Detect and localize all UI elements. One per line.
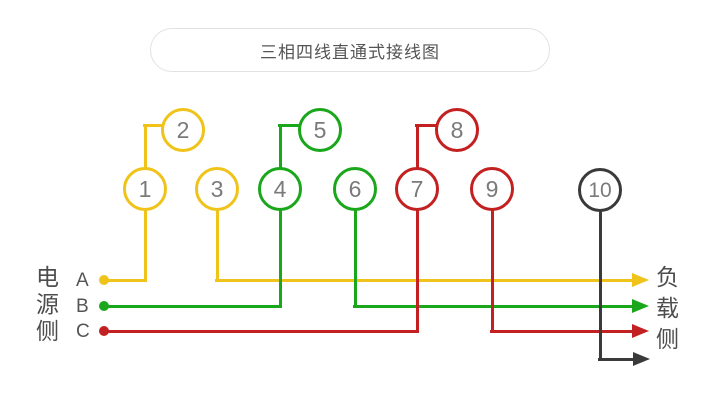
terminal-9-number: 9 xyxy=(485,175,499,202)
wire-b-link-4-5-vertical xyxy=(278,124,282,168)
terminal-3: 3 xyxy=(195,167,239,211)
phase-a-label: A xyxy=(76,270,89,291)
diagram-title-pill: 三相四线直通式接线图 xyxy=(150,28,550,72)
terminal-7: 7 xyxy=(395,167,439,211)
terminal-1-number: 1 xyxy=(138,175,152,202)
terminal-10-number: 10 xyxy=(588,178,612,202)
wire-c-load-horizontal xyxy=(490,330,633,333)
wire-b-load-vertical-terminal6 xyxy=(353,210,357,308)
phase-b-label: B xyxy=(76,296,89,317)
wire-b-source-dot xyxy=(99,301,109,311)
wire-c-source-dot xyxy=(99,326,109,336)
wire-c-source-horizontal xyxy=(104,330,419,333)
wire-b-source-vertical-terminal4 xyxy=(278,210,282,308)
diagram-title: 三相四线直通式接线图 xyxy=(260,42,440,62)
terminal-6: 6 xyxy=(333,167,377,211)
wire-a-link-1-2-vertical xyxy=(143,124,147,168)
source-side-label-char-2: 源 xyxy=(36,291,59,317)
wire-c-load-vertical-terminal9 xyxy=(490,210,494,333)
terminal-4-number: 4 xyxy=(273,175,287,202)
terminal-5: 5 xyxy=(298,108,342,152)
terminal-2: 2 xyxy=(161,108,205,152)
wire-a-load-vertical-terminal3 xyxy=(215,210,219,282)
terminal-3-number: 3 xyxy=(210,175,224,202)
wire-a-load-horizontal xyxy=(215,279,633,282)
wire-c-arrowhead-icon xyxy=(632,324,649,338)
terminal-9: 9 xyxy=(470,167,514,211)
source-side-label-char-1: 电 xyxy=(36,264,59,290)
load-side-label-char-2: 载 xyxy=(656,295,679,321)
terminal-5-number: 5 xyxy=(313,116,327,143)
terminal-2-number: 2 xyxy=(176,116,190,143)
phase-c-label: C xyxy=(76,321,90,342)
terminal-7-number: 7 xyxy=(410,175,424,202)
wire-b-link-4-5-horizontal xyxy=(278,124,299,127)
wire-n-horizontal xyxy=(598,358,634,361)
terminal-8: 8 xyxy=(435,108,479,152)
wire-a-link-1-2-horizontal xyxy=(143,124,163,127)
terminal-6-number: 6 xyxy=(348,175,362,202)
wire-n-vertical-terminal10 xyxy=(598,211,602,361)
wire-a-source-dot xyxy=(99,275,109,285)
wire-a-source-horizontal xyxy=(104,279,147,282)
terminal-4: 4 xyxy=(258,167,302,211)
wire-c-link-7-8-vertical xyxy=(415,124,419,168)
source-side-label-char-3: 侧 xyxy=(36,318,59,344)
terminal-8-number: 8 xyxy=(450,116,464,143)
load-side-label-char-1: 负 xyxy=(656,264,679,290)
wire-c-link-7-8-horizontal xyxy=(415,124,436,127)
terminal-1: 1 xyxy=(123,167,167,211)
wire-b-arrowhead-icon xyxy=(632,299,649,313)
terminal-10: 10 xyxy=(578,168,622,212)
wire-c-source-vertical-terminal7 xyxy=(415,210,419,333)
wire-b-source-horizontal xyxy=(104,305,282,308)
wire-n-arrowhead-icon xyxy=(633,352,650,366)
wire-a-source-vertical-terminal1 xyxy=(143,210,147,282)
load-side-label-char-3: 侧 xyxy=(656,326,679,352)
wire-a-arrowhead-icon xyxy=(632,273,649,287)
